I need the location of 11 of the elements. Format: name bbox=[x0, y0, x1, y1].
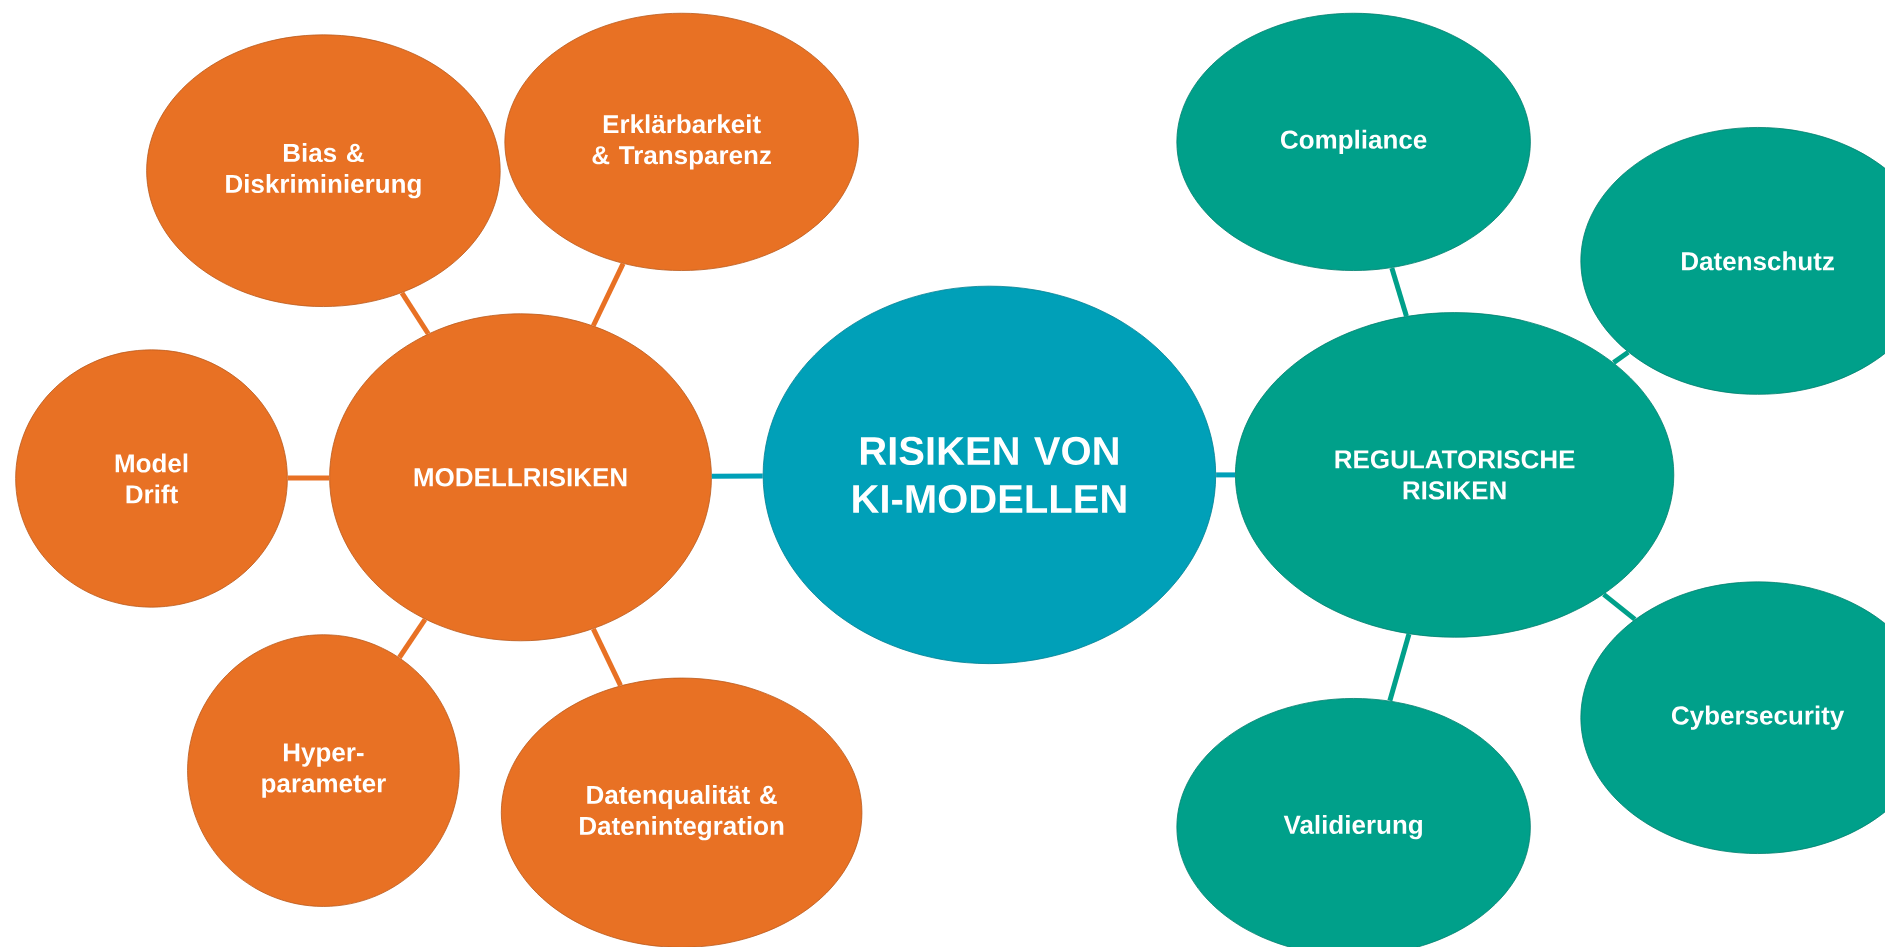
connector-line bbox=[1389, 267, 1409, 317]
connector-line bbox=[1602, 592, 1637, 622]
connector-line bbox=[1387, 633, 1412, 702]
connector-line bbox=[1216, 472, 1235, 478]
connector-line bbox=[399, 291, 431, 336]
connector-line bbox=[1612, 350, 1630, 365]
connector-line bbox=[397, 617, 428, 659]
connector-line bbox=[711, 473, 763, 479]
connector-line bbox=[287, 475, 330, 481]
connector-line bbox=[591, 262, 626, 327]
connector-line bbox=[591, 627, 623, 687]
